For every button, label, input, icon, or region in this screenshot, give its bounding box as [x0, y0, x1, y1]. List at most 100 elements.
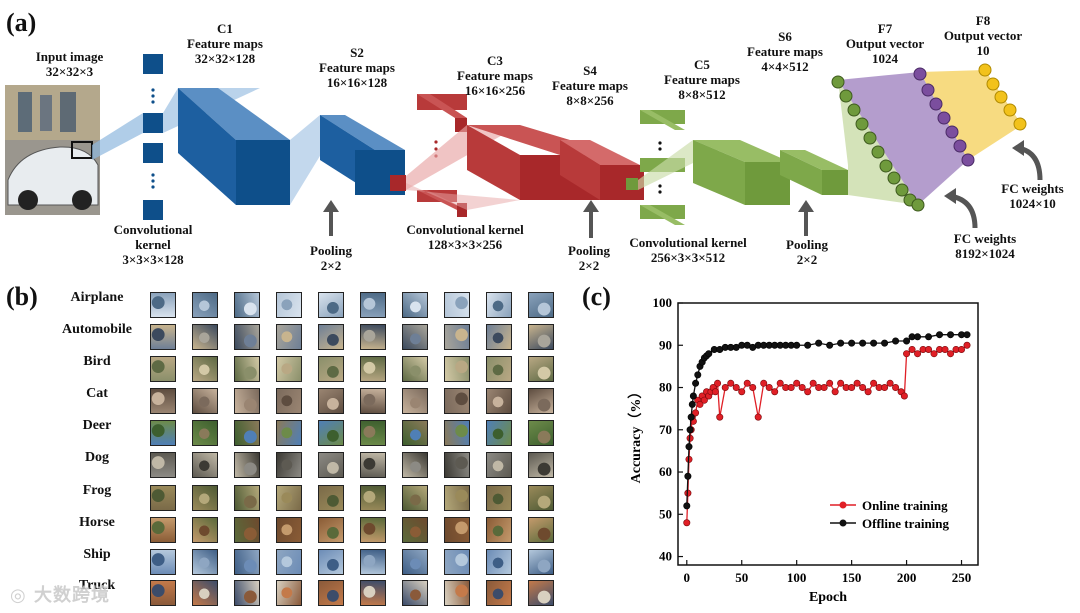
- image-thumbnail: [318, 356, 344, 382]
- data-point: [914, 350, 922, 358]
- image-thumbnail: [234, 292, 260, 318]
- image-thumbnail: [360, 356, 386, 382]
- legend-marker: [839, 519, 847, 527]
- image-thumbnail: [360, 420, 386, 446]
- image-thumbnail: [402, 485, 428, 511]
- image-thumbnail: [150, 549, 176, 575]
- y-axis-label: Accuracy（%）: [628, 385, 644, 484]
- data-point: [930, 350, 938, 358]
- panel-b-label: (b): [6, 282, 38, 311]
- image-thumbnail: [486, 388, 512, 414]
- class-label-ship: Ship: [83, 547, 111, 562]
- data-point: [705, 350, 713, 358]
- data-point: [683, 519, 691, 527]
- up-arrow-icon: [798, 200, 814, 236]
- data-point: [859, 339, 867, 347]
- image-thumbnail: [486, 485, 512, 511]
- input-kernel-column: [143, 54, 163, 220]
- x-tick-label: 50: [735, 570, 748, 585]
- data-point: [804, 388, 812, 396]
- x-axis-label: Epoch: [809, 590, 847, 605]
- image-thumbnail: [192, 420, 218, 446]
- data-point: [685, 443, 693, 451]
- image-thumbnail: [192, 292, 218, 318]
- class-label-frog: Frog: [82, 483, 112, 498]
- data-point: [689, 392, 697, 400]
- up-arrow-icon: [583, 200, 599, 238]
- y-tick-label: 100: [653, 295, 673, 310]
- image-thumbnail: [318, 388, 344, 414]
- image-thumbnail: [444, 324, 470, 350]
- image-thumbnail: [234, 324, 260, 350]
- image-thumbnail: [402, 324, 428, 350]
- legend-marker: [839, 501, 847, 509]
- image-thumbnail: [150, 517, 176, 543]
- image-thumbnail: [276, 549, 302, 575]
- panel-a-label: (a): [6, 8, 37, 37]
- x-tick-label: 100: [787, 570, 807, 585]
- image-thumbnail: [360, 388, 386, 414]
- y-tick-label: 50: [659, 506, 672, 521]
- image-thumbnail: [444, 485, 470, 511]
- data-point: [793, 379, 801, 387]
- data-point: [716, 413, 724, 421]
- image-thumbnail: [444, 452, 470, 478]
- data-point: [958, 345, 966, 353]
- image-thumbnail: [360, 452, 386, 478]
- s6-block: [780, 150, 848, 195]
- data-point: [687, 413, 695, 421]
- plot-frame: [677, 302, 979, 566]
- data-point: [848, 339, 856, 347]
- data-point: [881, 384, 889, 392]
- image-thumbnail: [402, 517, 428, 543]
- image-thumbnail: [528, 517, 554, 543]
- data-point: [900, 392, 908, 400]
- image-thumbnail: [360, 580, 386, 606]
- up-arrow-icon: [323, 200, 339, 236]
- image-thumbnail: [444, 292, 470, 318]
- data-point: [683, 502, 691, 510]
- class-label-truck: Truck: [78, 578, 116, 593]
- data-point: [892, 337, 900, 345]
- image-thumbnail: [318, 517, 344, 543]
- image-thumbnail: [192, 517, 218, 543]
- image-thumbnail: [150, 420, 176, 446]
- data-point: [696, 400, 704, 408]
- image-thumbnail: [150, 452, 176, 478]
- image-thumbnail: [276, 292, 302, 318]
- image-thumbnail: [444, 388, 470, 414]
- input-projection: [92, 113, 143, 160]
- image-thumbnail: [318, 324, 344, 350]
- data-point: [941, 345, 949, 353]
- image-thumbnail: [528, 549, 554, 575]
- y-tick-label: 80: [659, 380, 672, 395]
- image-thumbnail: [150, 580, 176, 606]
- image-thumbnail: [528, 420, 554, 446]
- data-point: [765, 384, 773, 392]
- series-line-offline: [686, 334, 968, 506]
- data-point: [700, 396, 708, 404]
- image-thumbnail: [360, 324, 386, 350]
- image-thumbnail: [318, 452, 344, 478]
- image-thumbnail: [486, 420, 512, 446]
- x-tick-label: 250: [952, 570, 972, 585]
- data-point: [688, 400, 696, 408]
- data-point: [903, 337, 911, 345]
- s2-c3-projection-2: [406, 183, 520, 210]
- data-point: [963, 341, 971, 349]
- data-point: [714, 379, 722, 387]
- class-label-automobile: Automobile: [62, 322, 132, 337]
- image-thumbnail: [444, 580, 470, 606]
- f7-neurons: [831, 75, 925, 212]
- data-point: [826, 379, 834, 387]
- class-label-bird: Bird: [83, 354, 111, 369]
- image-thumbnail: [444, 517, 470, 543]
- image-thumbnail: [276, 324, 302, 350]
- image-thumbnail: [402, 549, 428, 575]
- image-thumbnail: [318, 485, 344, 511]
